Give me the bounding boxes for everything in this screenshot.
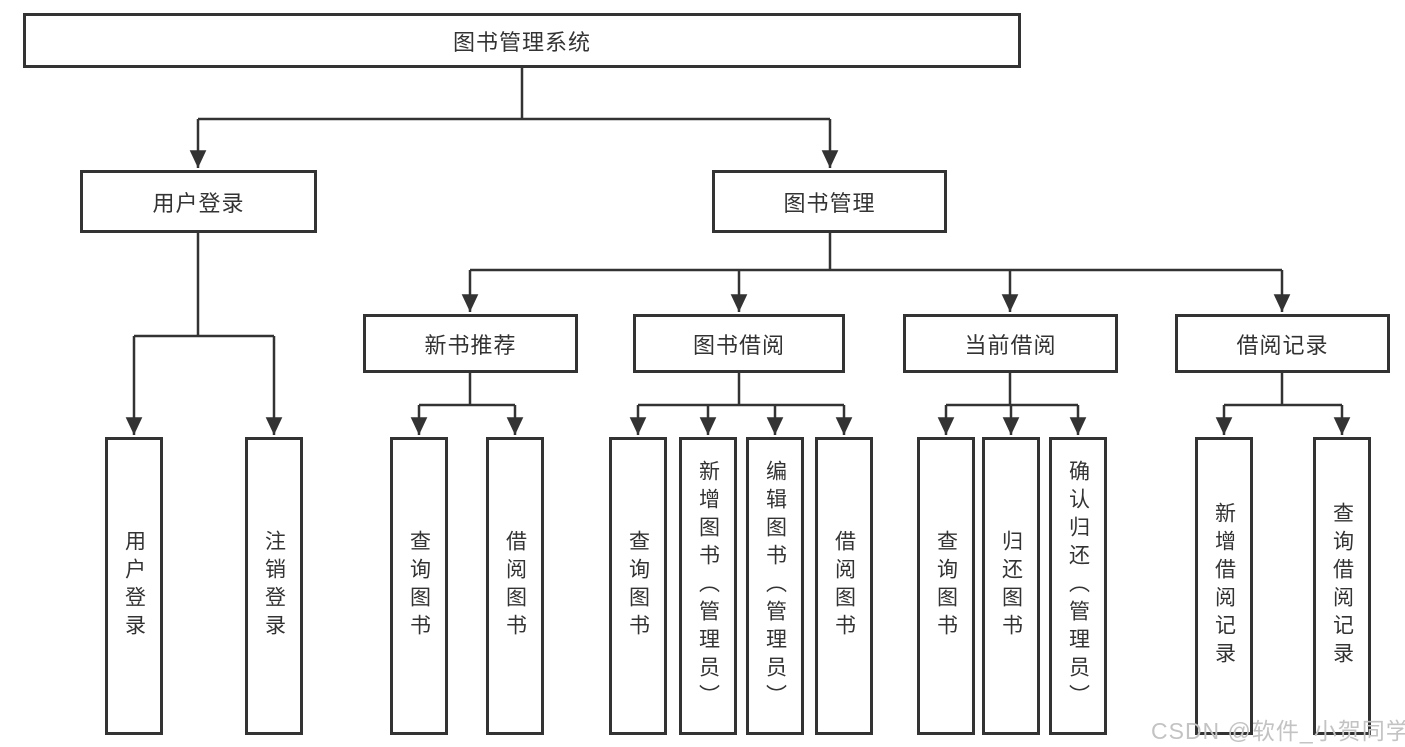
- leaf-add-borrow-record: 新增借阅记录: [1195, 437, 1253, 735]
- node-book-management: 图书管理: [712, 170, 947, 233]
- leaf-query-borrow-record: 查询借阅记录: [1313, 437, 1371, 735]
- leaf-borrow-books-recommend: 借阅图书: [486, 437, 544, 735]
- leaf-edit-books-admin: 编辑图书（管理员）: [746, 437, 804, 735]
- leaf-user-login: 用户登录: [105, 437, 163, 735]
- node-new-book-recommendation: 新书推荐: [363, 314, 578, 373]
- leaf-query-books-current: 查询图书: [917, 437, 975, 735]
- leaf-return-books: 归还图书: [982, 437, 1040, 735]
- leaf-add-books-admin: 新增图书（管理员）: [679, 437, 737, 735]
- leaf-borrow-books: 借阅图书: [815, 437, 873, 735]
- leaf-query-books-recommend: 查询图书: [390, 437, 448, 735]
- leaf-logout: 注销登录: [245, 437, 303, 735]
- node-current-borrowing: 当前借阅: [903, 314, 1118, 373]
- node-borrowing-records: 借阅记录: [1175, 314, 1390, 373]
- leaf-query-books-borrow: 查询图书: [609, 437, 667, 735]
- node-root: 图书管理系统: [23, 13, 1021, 68]
- watermark: CSDN @软件_小贺同学: [1151, 718, 1405, 744]
- leaf-confirm-return-admin: 确认归还（管理员）: [1049, 437, 1107, 735]
- node-user-login: 用户登录: [80, 170, 317, 233]
- node-book-borrowing: 图书借阅: [633, 314, 845, 373]
